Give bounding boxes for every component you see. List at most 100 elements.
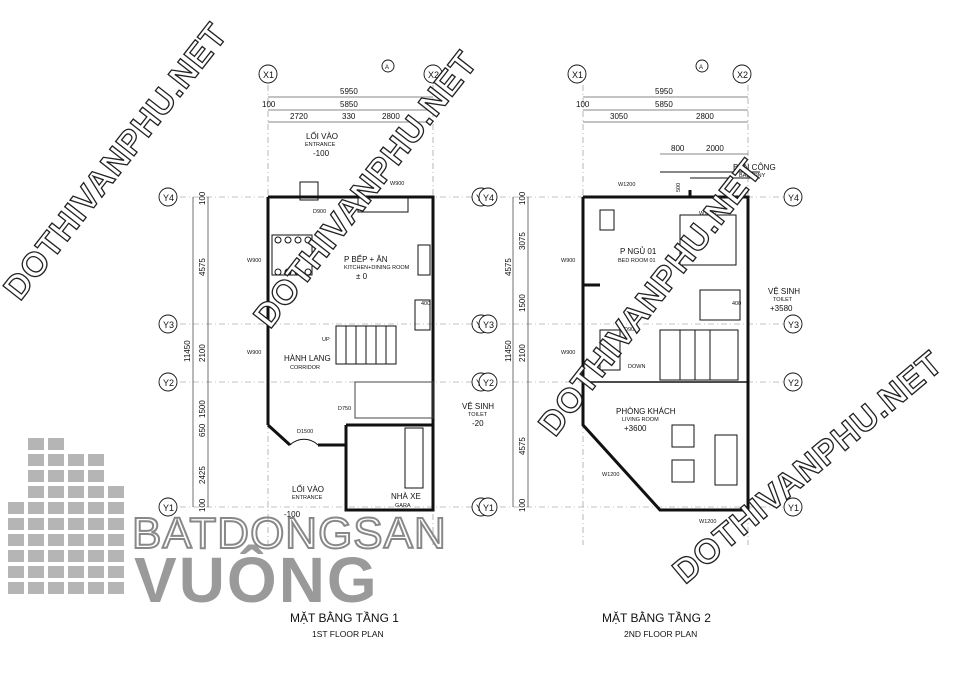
dim-left-d5-1: 650 [198, 423, 207, 437]
kitchen-en: KITCHEN+DINING ROOM [344, 265, 410, 271]
living-en: LIVING ROOM [622, 417, 659, 423]
tag-d750-2: D750 [648, 295, 661, 301]
dim-left-total-1: 11450 [183, 340, 192, 362]
grid-y2-label-2l: Y2 [483, 378, 494, 388]
dim-left-d2-1: 4575 [198, 258, 207, 276]
entrance-bottom-vn: LỐI VÀO [292, 484, 324, 494]
inner-lines-1 [271, 181, 434, 489]
tag-w1200-2a: W1200 [618, 182, 635, 188]
grid-heads-1 [158, 59, 491, 517]
tag-w900-2b: W900 [561, 350, 575, 356]
corridor-en: CORRIDOR [290, 365, 320, 371]
tag-w1200-2c: W1200 [602, 472, 619, 478]
tag-400-2: 400 [732, 301, 741, 307]
dim-side-2: 100 [576, 100, 590, 109]
walls-1 [266, 195, 435, 512]
toilet-2-level: +3580 [770, 304, 793, 313]
grid-y1-label-2l: Y1 [483, 503, 494, 513]
dim-left-total-2: 11450 [504, 340, 513, 362]
plan-1-labels: X1 X2 A Y4 Y3 Y2 Y1 Y4 Y3 Y2 Y1 5950 100… [163, 65, 494, 639]
dims-2 [512, 96, 748, 507]
grid-y2-label-1l: Y2 [163, 378, 174, 388]
tag-500-2: 500 [676, 183, 682, 192]
dim-left-d6-1: 2425 [198, 466, 207, 484]
dim-side-1: 100 [262, 100, 276, 109]
dim-left-d1-1: 100 [198, 191, 207, 205]
tag-w900-1c: W900 [390, 181, 404, 187]
dim-inner-2: 5850 [655, 100, 673, 109]
north-marker-1: A [385, 65, 389, 71]
grid-y4-label-1l: Y4 [163, 193, 174, 203]
entrance-bottom-en: ENTRANCE [292, 495, 323, 501]
dim-left-d7-2: 100 [518, 498, 527, 512]
kitchen-vn: P BẾP + ĂN [344, 254, 388, 264]
tag-d1500-1: D1500 [297, 429, 313, 435]
grid-y4-label-2r: Y4 [788, 193, 799, 203]
dim-inner-1: 5850 [340, 100, 358, 109]
dim-seg-b-1: 330 [342, 112, 356, 121]
grid-x2-label-2: X2 [737, 70, 748, 80]
dim-seg-c-1: 2800 [382, 112, 400, 121]
dim-left-d6-2: 4575 [518, 437, 527, 455]
garage-en: GARA [395, 503, 411, 509]
living-level: +3600 [624, 424, 647, 433]
watermark-4: DOTHIVANPHU.NET [666, 344, 950, 591]
tag-d750-1: D750 [338, 406, 351, 412]
grid-y3-label-2l: Y3 [483, 320, 494, 330]
walls-2 [581, 190, 750, 512]
title-vn-1: MẶT BẰNG TẦNG 1 [290, 610, 399, 625]
dim-seg-a-2: 3050 [610, 112, 628, 121]
dim-balc-b-2: 2000 [706, 144, 724, 153]
kitchen-level: ± 0 [356, 272, 368, 281]
grid-y2-label-2r: Y2 [788, 378, 799, 388]
grid-x1-label-1: X1 [263, 70, 274, 80]
tag-down-2: DOWN [628, 364, 645, 370]
grid-heads-2 [478, 59, 803, 517]
inner-lines-2 [599, 171, 760, 486]
tag-w900-1a: W900 [247, 258, 261, 264]
bedroom-en: BED ROOM 01 [618, 258, 656, 264]
title-vn-2: MẶT BẰNG TẦNG 2 [602, 610, 711, 625]
dim-seg-b-2: 2800 [696, 112, 714, 121]
dim-left-d3-2: 4575 [504, 258, 513, 276]
grid-y3-label-1l: Y3 [163, 320, 174, 330]
dim-left-d5-2: 2100 [518, 344, 527, 362]
dim-left-d2-2: 3075 [518, 232, 527, 250]
dim-balc-a-2: 800 [671, 144, 685, 153]
logo-block-pattern [8, 438, 124, 594]
tag-w1200-2b: W1200 [699, 211, 716, 217]
brand-logo: BATDONGSAN VUÔNG [8, 438, 447, 616]
grid-y1-label-1l: Y1 [163, 503, 174, 513]
tag-up-1: UP [322, 337, 330, 343]
balcony-en: BALCONY [739, 173, 766, 179]
dim-left-d4-1: 1500 [198, 400, 207, 418]
plan-2-labels: X1 X2 A Y4 Y3 Y2 Y1 Y4 Y3 Y2 Y1 5950 100… [483, 65, 800, 639]
bedroom-vn: P NGỦ 01 [620, 247, 657, 256]
brand-line-2: VUÔNG [134, 543, 379, 616]
balcony-vn: BAN CÔNG [733, 163, 776, 172]
toilet-2-vn: VỆ SINH [768, 287, 800, 296]
north-marker-2: A [699, 65, 703, 71]
tag-w900-2a: W900 [561, 258, 575, 264]
tag-w900-1b: W900 [247, 350, 261, 356]
entrance-bottom-level: -100 [284, 510, 301, 519]
dims-1 [192, 96, 433, 507]
plan-1st-floor [158, 59, 491, 545]
title-en-1: 1ST FLOOR PLAN [312, 629, 384, 639]
tag-400-1: 400 [421, 301, 430, 307]
grid-lines-1 [180, 85, 480, 545]
tag-w1200-2d: W1200 [699, 519, 716, 525]
title-en-2: 2ND FLOOR PLAN [624, 629, 697, 639]
grid-x2-label-1: X2 [428, 70, 439, 80]
living-vn: PHÒNG KHÁCH [616, 407, 676, 416]
tag-d900-2: D900 [624, 327, 637, 333]
grid-y3-label-2r: Y3 [788, 320, 799, 330]
toilet-2-en: TOILET [773, 297, 793, 303]
dim-left-d4-2: 1500 [518, 294, 527, 312]
dim-total-1: 5950 [340, 87, 358, 96]
corridor-vn: HÀNH LANG [284, 354, 331, 363]
dim-left-d3-1: 2100 [198, 344, 207, 362]
grid-y1-label-2r: Y1 [788, 503, 799, 513]
